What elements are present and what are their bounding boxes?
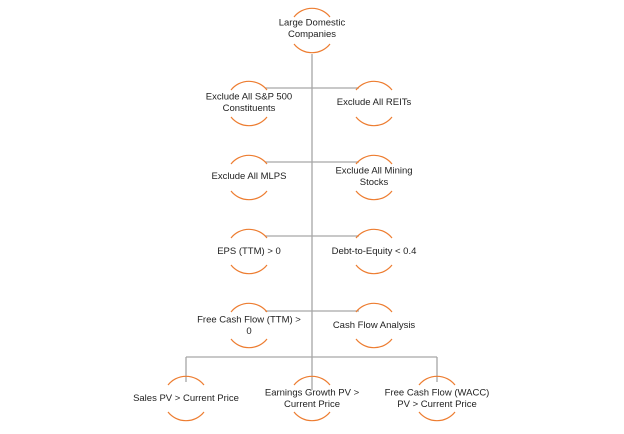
node-cash-flow-analysis: Cash Flow Analysis <box>333 302 416 349</box>
node-top-arc <box>355 302 393 313</box>
node-bottom-arc <box>355 338 393 349</box>
node-top-arc <box>167 375 205 386</box>
node-label-line: Exclude All Mining <box>335 165 412 176</box>
node-label-line: Exclude All REITs <box>337 97 412 108</box>
node-bottom-arc <box>355 264 393 275</box>
node-fcf-ttm: Free Cash Flow (TTM) >0 <box>197 302 301 349</box>
node-bottom-arc <box>167 411 205 422</box>
node-earnings-growth-pv: Earnings Growth PV >Current Price <box>265 375 360 422</box>
node-label-line: 0 <box>246 326 251 337</box>
node-top-arc <box>418 375 456 386</box>
node-bottom-arc <box>355 190 393 201</box>
node-top-arc <box>355 228 393 239</box>
node-exclude-reits: Exclude All REITs <box>337 80 412 127</box>
node-top-arc <box>230 154 268 165</box>
node-label-line: Exclude All MLPS <box>212 171 287 182</box>
node-label-line: Stocks <box>360 177 389 188</box>
node-bottom-arc <box>418 411 456 422</box>
node-label-line: Debt-to-Equity < 0.4 <box>332 246 417 257</box>
node-bottom-arc <box>230 190 268 201</box>
node-top-arc <box>293 7 331 18</box>
node-fcf-wacc-pv: Free Cash Flow (WACC)PV > Current Price <box>385 375 490 422</box>
node-bottom-arc <box>230 338 268 349</box>
node-eps-ttm: EPS (TTM) > 0 <box>217 228 281 275</box>
node-sales-pv: Sales PV > Current Price <box>133 375 239 422</box>
node-bottom-arc <box>293 43 331 54</box>
connector-lines <box>185 54 438 390</box>
node-label-line: PV > Current Price <box>397 399 476 410</box>
node-bottom-arc <box>230 264 268 275</box>
node-bottom-arc <box>293 411 331 422</box>
node-top-arc <box>293 375 331 386</box>
node-top-arc <box>355 154 393 165</box>
node-label-line: Free Cash Flow (WACC) <box>385 387 490 398</box>
node-label-line: Sales PV > Current Price <box>133 393 239 404</box>
node-label-line: Current Price <box>284 399 340 410</box>
node-label-line: Free Cash Flow (TTM) > <box>197 314 301 325</box>
node-debt-to-equity: Debt-to-Equity < 0.4 <box>332 228 417 275</box>
node-label-line: Earnings Growth PV > <box>265 387 360 398</box>
node-exclude-mlps: Exclude All MLPS <box>212 154 287 201</box>
node-label-line: Constituents <box>223 103 276 114</box>
node-label-line: Large Domestic <box>279 17 346 28</box>
node-bottom-arc <box>230 116 268 127</box>
node-top-arc <box>355 80 393 91</box>
node-bottom-arc <box>355 116 393 127</box>
node-label-line: Exclude All S&P 500 <box>206 91 292 102</box>
node-label-line: Cash Flow Analysis <box>333 320 416 331</box>
node-label-line: EPS (TTM) > 0 <box>217 246 281 257</box>
node-top-arc <box>230 228 268 239</box>
node-top-arc <box>230 80 268 91</box>
node-top-arc <box>230 302 268 313</box>
node-label-line: Companies <box>288 29 336 40</box>
